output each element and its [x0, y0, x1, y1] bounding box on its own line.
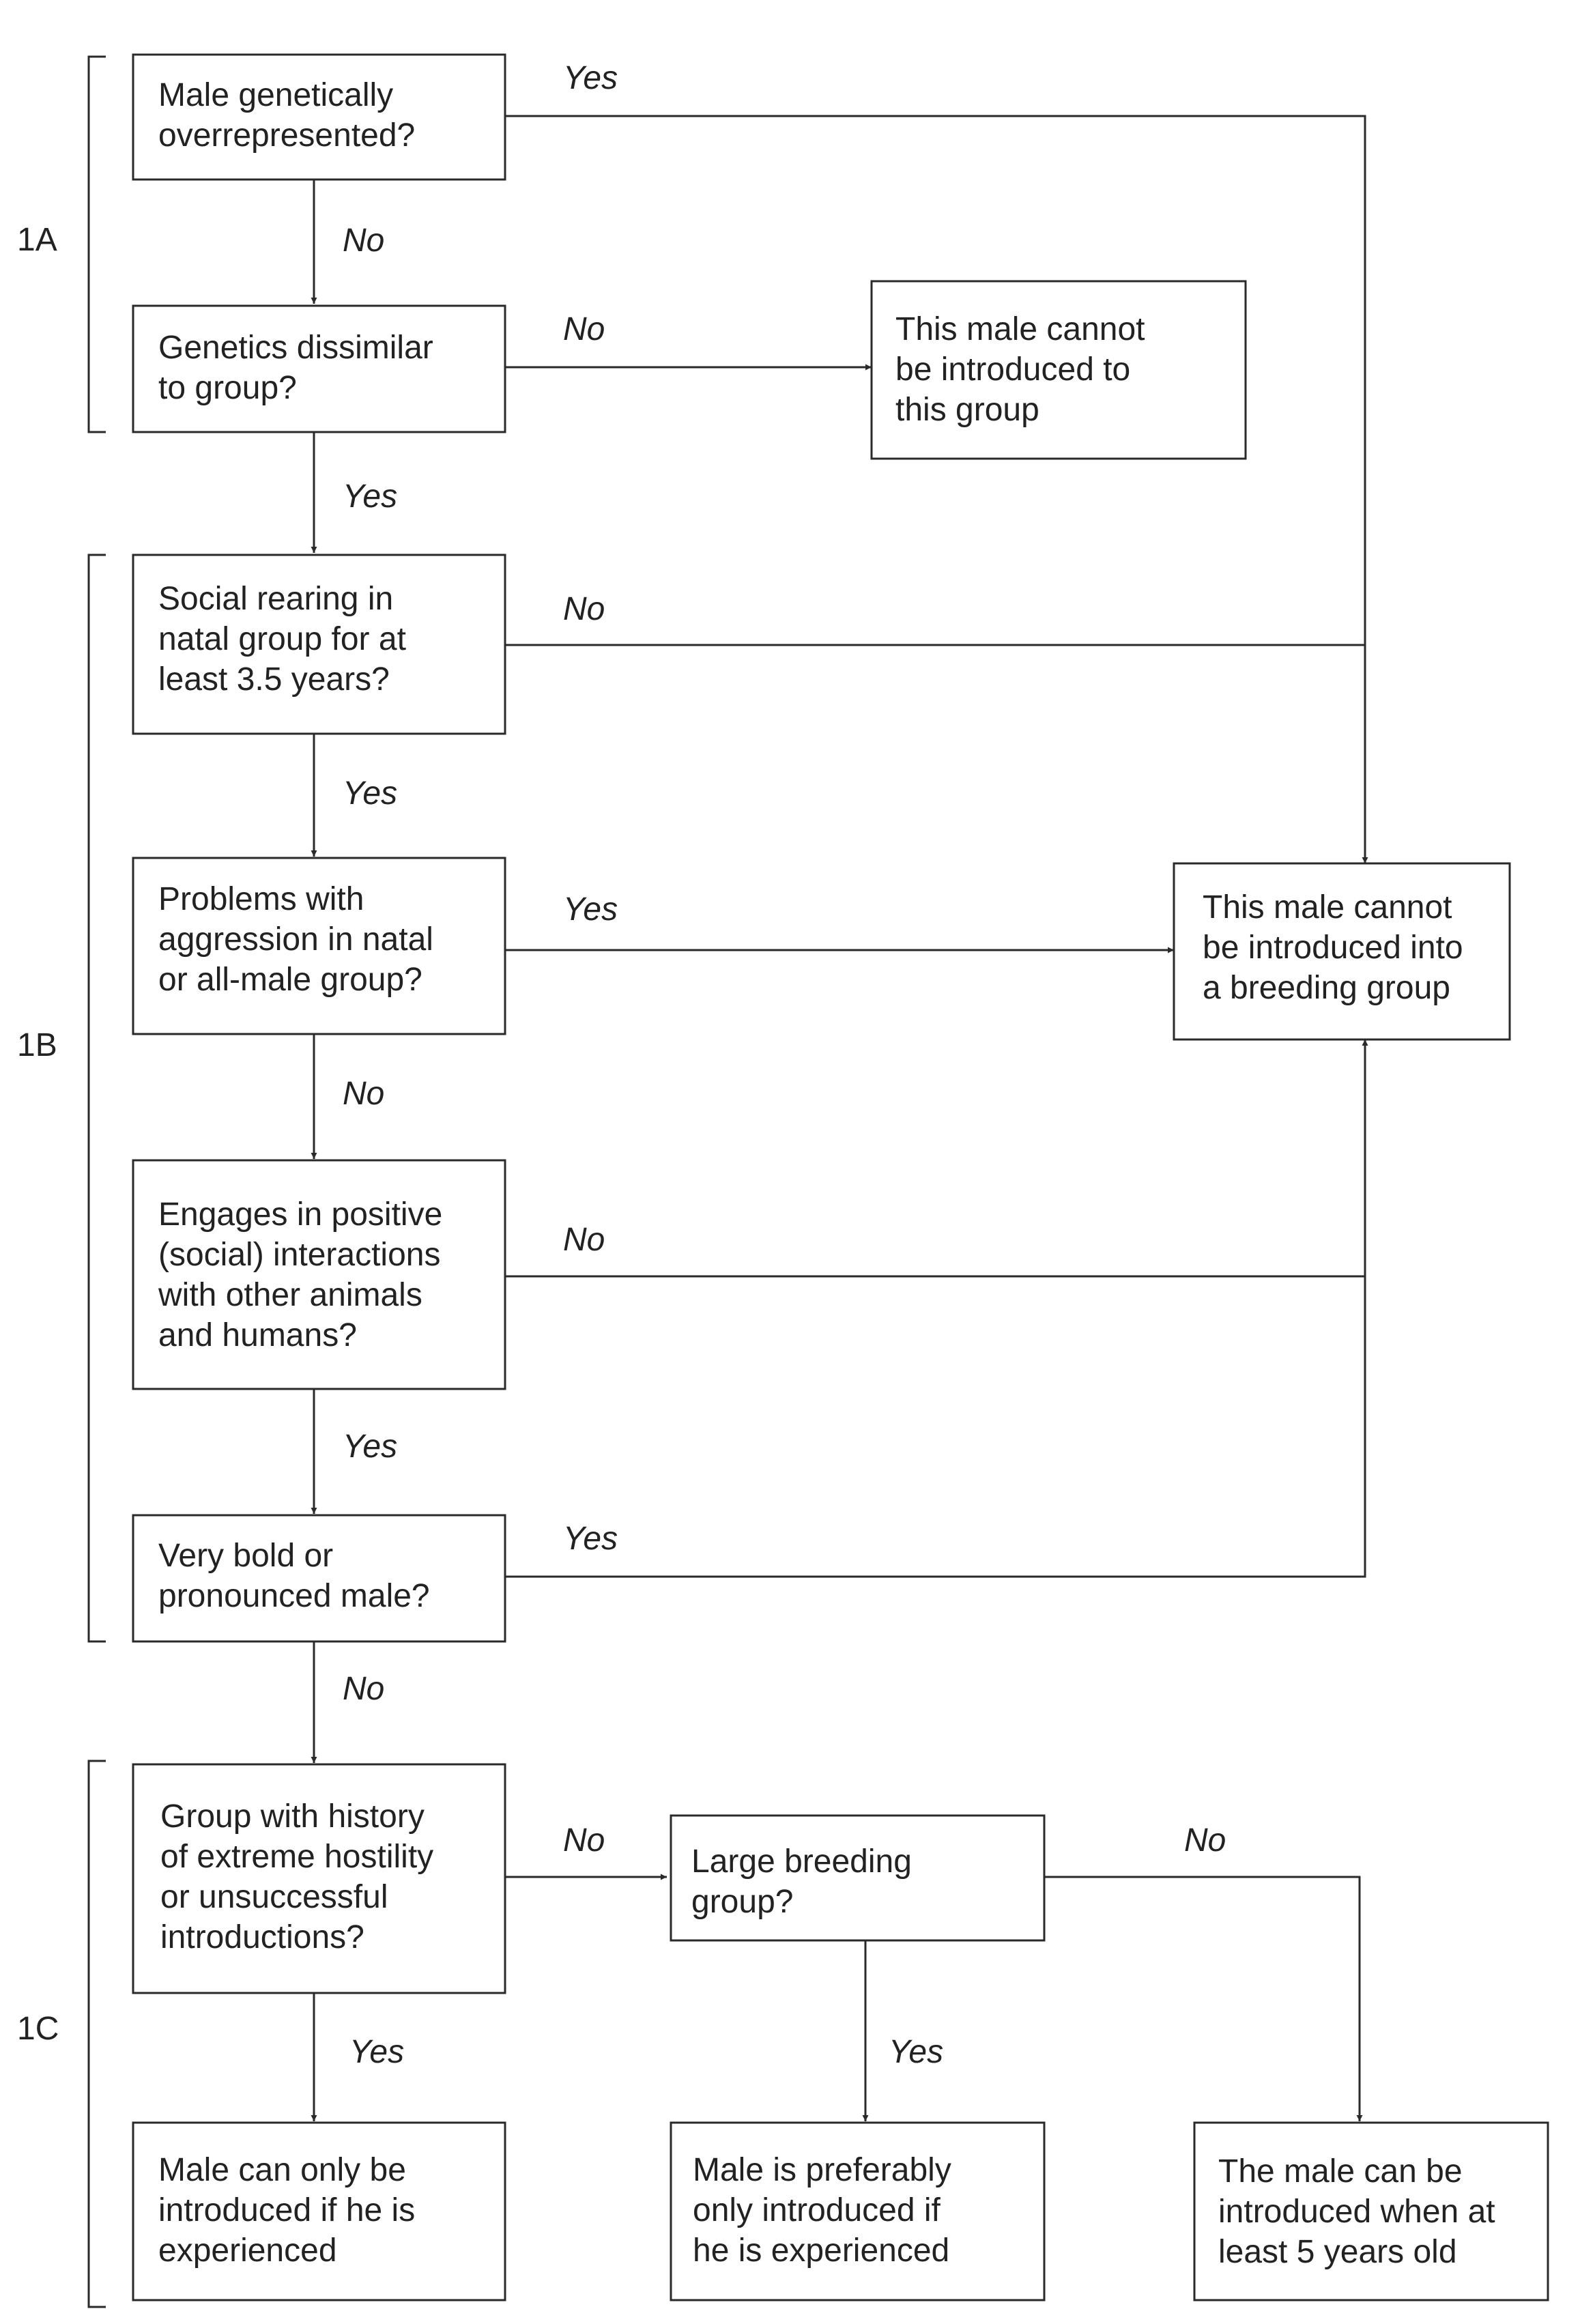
edge-label-hostility-no: No — [563, 1822, 605, 1859]
box-text-line: least 5 years old — [1218, 2234, 1457, 2270]
box-text-male-overrepresented: Male genetically overrepresented? — [158, 77, 415, 154]
box-text-positive-interactions: Engages in positive (social) interactions… — [158, 1196, 442, 1353]
box-cannot-introduce-this-group: This male cannot be introduced to this gro… — [870, 280, 1247, 460]
edge-bold-yes — [505, 1039, 1368, 1578]
edge-overrep-yes — [505, 115, 1368, 863]
box-group-hostility: Group with history of extreme hostility or… — [132, 1763, 506, 1994]
box-text-only-if-experienced: Male can only be introduced if he is exper… — [158, 2152, 415, 2269]
box-text-line: of extreme hostility — [160, 1839, 433, 1875]
box-text-cannot-introduce-breeding-group: This male cannot be introduced into a bree… — [1203, 889, 1463, 1006]
box-text-line: Genetics dissimilar — [158, 330, 433, 366]
edge-label-positive-no: No — [563, 1222, 605, 1258]
box-text-genetics-dissimilar: Genetics dissimilar to group? — [158, 330, 433, 406]
box-text-line: Group with history — [160, 1798, 425, 1835]
box-text-line: (social) interactions — [158, 1237, 440, 1273]
section-bracket-1b — [87, 554, 106, 1643]
section-bracket-1c — [87, 1760, 106, 2308]
box-text-line: group? — [691, 1884, 793, 1920]
box-text-preferably-experienced: Male is preferably only introduced if he i… — [693, 2152, 951, 2269]
box-text-aggression-problems: Problems with aggression in natal or all-m… — [158, 881, 433, 998]
box-text-line: Problems with — [158, 881, 364, 917]
edge-label-bold-no: No — [343, 1671, 384, 1707]
edge-label-aggression-no: No — [343, 1076, 384, 1112]
box-text-line: a breeding group — [1203, 970, 1450, 1006]
box-text-line: overrepresented? — [158, 117, 415, 154]
box-text-line: Large breeding — [691, 1844, 912, 1880]
box-preferably-experienced: Male is preferably only introduced if he i… — [670, 2121, 1046, 2301]
section-label-1b: 1B — [17, 1027, 57, 1063]
box-text-large-breeding-group: Large breeding group? — [691, 1844, 912, 1920]
box-genetics-dissimilar: Genetics dissimilar to group? — [132, 304, 506, 433]
box-text-line: Very bold or — [158, 1538, 333, 1574]
box-text-very-bold: Very bold or pronounced male? — [158, 1538, 430, 1614]
box-text-five-years-old: The male can be introduced when at least 5… — [1218, 2153, 1495, 2270]
box-text-line: Male can only be — [158, 2152, 406, 2188]
box-text-line: Engages in positive — [158, 1196, 442, 1233]
box-text-cannot-introduce-this-group: This male cannot be introduced to this gro… — [895, 311, 1145, 428]
box-text-line: The male can be — [1218, 2153, 1463, 2190]
box-very-bold: Very bold or pronounced male? — [132, 1514, 506, 1643]
edge-label-rearing-no: No — [563, 591, 605, 627]
edge-label-large-yes: Yes — [889, 2034, 943, 2070]
box-text-line: least 3.5 years? — [158, 661, 390, 698]
box-aggression-problems: Problems with aggression in natal or all-m… — [132, 857, 506, 1035]
edge-label-aggression-yes: Yes — [563, 891, 618, 928]
box-text-line: Social rearing in — [158, 581, 393, 617]
edge-label-positive-yes: Yes — [343, 1429, 397, 1465]
box-cannot-introduce-breeding-group: This male cannot be introduced into a bree… — [1173, 862, 1511, 1041]
edge-label-dissimilar-yes: Yes — [343, 478, 397, 515]
box-text-line: experienced — [158, 2233, 337, 2269]
edge-label-overrep-yes: Yes — [563, 60, 618, 96]
box-positive-interactions: Engages in positive (social) interactions… — [132, 1159, 506, 1390]
edge-large-no — [1044, 1876, 1363, 2121]
box-text-line: only introduced if — [693, 2192, 941, 2228]
connectors — [311, 115, 1368, 2121]
edge-label-rearing-yes: Yes — [343, 775, 397, 812]
box-text-line: or all-male group? — [158, 962, 422, 998]
section-bracket-1a — [87, 55, 106, 433]
box-social-rearing: Social rearing in natal group for at least… — [132, 554, 506, 735]
box-text-line: introduced when at — [1218, 2194, 1495, 2230]
box-text-line: this group — [895, 392, 1039, 428]
box-text-line: natal group for at — [158, 621, 406, 657]
edge-label-large-no: No — [1184, 1822, 1226, 1859]
box-text-line: This male cannot — [1203, 889, 1452, 926]
edge-label-bold-yes: Yes — [563, 1521, 618, 1557]
box-text-line: to group? — [158, 370, 297, 406]
box-text-line: This male cannot — [895, 311, 1145, 347]
box-text-line: with other animals — [158, 1277, 422, 1313]
section-label-1c: 1C — [17, 2011, 59, 2047]
box-text-line: introduced if he is — [158, 2192, 415, 2228]
box-text-line: aggression in natal — [158, 921, 433, 958]
box-text-line: pronounced male? — [158, 1578, 430, 1614]
box-text-social-rearing: Social rearing in natal group for at least… — [158, 581, 406, 698]
box-only-if-experienced: Male can only be introduced if he is exper… — [132, 2121, 506, 2301]
box-text-line: and humans? — [158, 1317, 357, 1353]
box-male-overrepresented: Male genetically overrepresented? — [132, 53, 506, 181]
box-text-line: introductions? — [160, 1919, 364, 1955]
box-large-breeding-group: Large breeding group? — [670, 1814, 1046, 1942]
edge-label-overrep-no: No — [343, 223, 384, 259]
edge-label-hostility-yes: Yes — [349, 2034, 404, 2070]
box-text-line: he is experienced — [693, 2233, 949, 2269]
box-text-group-hostility: Group with history of extreme hostility or… — [160, 1798, 433, 1955]
box-five-years-old: The male can be introduced when at least 5… — [1193, 2121, 1549, 2301]
edge-label-dissimilar-no: No — [563, 311, 605, 347]
section-label-1a: 1A — [17, 222, 57, 258]
box-text-line: be introduced into — [1203, 930, 1463, 966]
box-text-line: or unsuccessful — [160, 1879, 388, 1915]
box-text-line: be introduced to — [895, 352, 1130, 388]
box-text-line: Male genetically — [158, 77, 393, 113]
box-text-line: Male is preferably — [693, 2152, 951, 2188]
